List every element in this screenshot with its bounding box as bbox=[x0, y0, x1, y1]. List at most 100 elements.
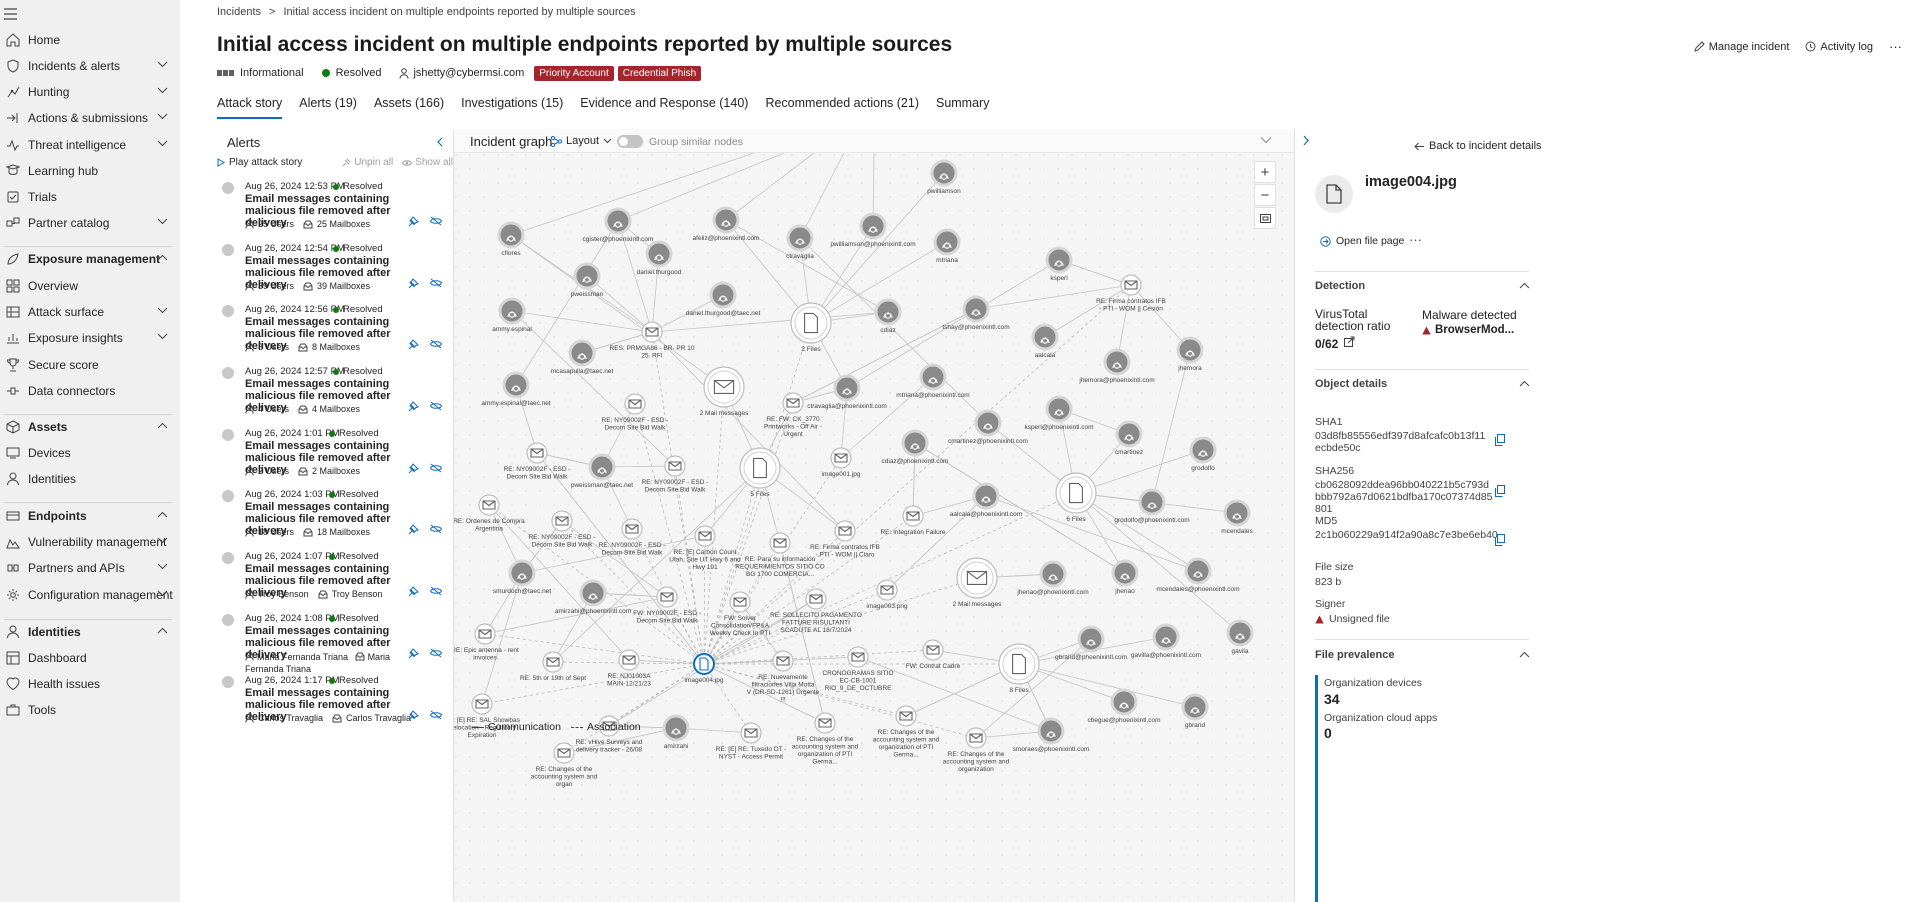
graph-node-file[interactable]: 8 Files bbox=[998, 643, 1040, 694]
group-similar-nodes-toggle[interactable]: Group similar nodes bbox=[617, 135, 743, 148]
nav-item-exposure-insights[interactable]: Exposure insights bbox=[0, 326, 180, 350]
graph-node-mail[interactable]: RE: [E] RE: Tuxedo DT -NYST - Access Per… bbox=[716, 722, 787, 761]
pin-icon[interactable] bbox=[408, 339, 419, 350]
pin-icon[interactable] bbox=[408, 401, 419, 412]
copy-md5-icon[interactable] bbox=[1495, 534, 1505, 546]
graph-node-user[interactable]: smoraes@phoenixintl.com bbox=[1013, 717, 1090, 753]
nav-item-learning-hub[interactable]: Learning hub bbox=[0, 159, 180, 183]
tab-summary[interactable]: Summary bbox=[935, 96, 990, 110]
tab-assets[interactable]: Assets (166) bbox=[373, 96, 445, 110]
graph-node-user[interactable]: cmartinez bbox=[1115, 420, 1143, 456]
alert-select-radio[interactable] bbox=[222, 552, 234, 564]
graph-node-user[interactable]: mcasapulla@taec.net bbox=[551, 339, 614, 375]
graph-node-mail[interactable]: RE: NY09002F - ESD -Decom Site Bid Walk bbox=[599, 518, 666, 557]
graph-node-user[interactable]: mcendales bbox=[1221, 499, 1253, 535]
graph-node-mail[interactable]: RE: Firma contratos IFB- PTI - WOM || Ce… bbox=[1096, 274, 1166, 313]
graph-node-user[interactable]: jhemora@phoenixintl.com bbox=[1078, 348, 1155, 384]
manage-incident-button[interactable]: Manage incident bbox=[1693, 41, 1789, 53]
zoom-out-button[interactable]: − bbox=[1254, 184, 1276, 206]
nav-item-identities[interactable]: Identities bbox=[0, 467, 180, 491]
alert-title[interactable]: Email messages containing malicious file… bbox=[245, 316, 391, 352]
graph-node-user[interactable]: afeliz@phoenixintl.com bbox=[693, 206, 760, 242]
graph-node-user[interactable]: daniel.thurgood@taec.net bbox=[686, 281, 761, 317]
chevron-down-icon[interactable] bbox=[157, 140, 169, 150]
graph-node-user[interactable]: mtriana@phoenixintl.com bbox=[896, 363, 970, 399]
chevron-down-icon[interactable] bbox=[157, 307, 169, 317]
alert-title[interactable]: Email messages containing malicious file… bbox=[245, 687, 391, 723]
graph-node-user[interactable]: cgister@phoenixintl.com bbox=[583, 207, 654, 243]
graph-node-user[interactable]: ctravaglia bbox=[786, 224, 814, 260]
tab-evidence-and-response[interactable]: Evidence and Response (140) bbox=[580, 96, 749, 110]
file-prevalence-title[interactable]: File prevalence bbox=[1315, 649, 1395, 661]
graph-node-file[interactable]: image004.jpg bbox=[684, 653, 724, 684]
graph-node-user[interactable]: grodolfo bbox=[1189, 436, 1217, 472]
object-details-title[interactable]: Object details bbox=[1315, 378, 1388, 390]
hide-icon[interactable] bbox=[430, 648, 442, 658]
graph-node-user[interactable]: gavila bbox=[1226, 619, 1254, 655]
detection-section-title[interactable]: Detection bbox=[1315, 280, 1366, 292]
toggle-switch[interactable] bbox=[617, 135, 643, 148]
alert-title[interactable]: Email messages containing malicious file… bbox=[245, 193, 391, 229]
alert-title[interactable]: Email messages containing malicious file… bbox=[245, 625, 391, 661]
chevron-up-icon[interactable] bbox=[157, 511, 169, 521]
hide-icon[interactable] bbox=[430, 524, 442, 534]
graph-node-mail[interactable]: RE: NY09002F - ESD -Decom Site Bid Walk bbox=[602, 393, 669, 432]
tab-alerts[interactable]: Alerts (19) bbox=[299, 96, 357, 110]
tab-recommended-actions[interactable]: Recommended actions (21) bbox=[765, 96, 919, 110]
hide-icon[interactable] bbox=[430, 278, 442, 288]
graph-node-mail[interactable]: RE: Firma contratos IFB- PTI - WOM || Cl… bbox=[810, 520, 880, 559]
graph-node-user[interactable]: ammy.espinal bbox=[492, 297, 532, 333]
nav-item-trials[interactable]: Trials bbox=[0, 185, 180, 209]
graph-node-user[interactable]: ksperl bbox=[1045, 246, 1073, 282]
zoom-in-button[interactable]: + bbox=[1254, 161, 1276, 183]
chevron-down-icon[interactable] bbox=[157, 333, 169, 343]
graph-node-file[interactable]: 6 Files bbox=[1055, 472, 1097, 523]
pin-icon[interactable] bbox=[408, 463, 419, 474]
breadcrumb-incidents-link[interactable]: Incidents bbox=[217, 6, 262, 18]
nav-item-partners-and-apis[interactable]: Partners and APIs bbox=[0, 556, 180, 580]
graph-node-user[interactable]: pwilliamson bbox=[927, 159, 961, 195]
chevron-down-icon[interactable] bbox=[157, 590, 169, 600]
chevron-up-icon[interactable] bbox=[157, 422, 169, 432]
nav-item-hunting[interactable]: Hunting bbox=[0, 80, 180, 104]
chevron-up-icon[interactable] bbox=[157, 627, 169, 637]
graph-node-user[interactable]: cmartinez@phoenixintl.com bbox=[948, 409, 1028, 445]
graph-node-mail[interactable]: FW: Contrat Cadre bbox=[906, 639, 961, 670]
nav-item-dashboard[interactable]: Dashboard bbox=[0, 646, 180, 670]
graph-node-mail[interactable]: FW: NY09002F - ESD -Decom Site Bid Walk bbox=[633, 586, 701, 625]
graph-node-user[interactable]: ctravaglia@phoenixintl.com bbox=[807, 374, 887, 410]
pin-icon[interactable] bbox=[408, 710, 419, 721]
graph-node-user[interactable]: ammy.espinal@taec.net bbox=[481, 371, 551, 407]
pin-icon[interactable] bbox=[408, 278, 419, 289]
graph-node-user[interactable]: aalcala bbox=[1031, 323, 1059, 359]
graph-node-file[interactable]: 2 Files bbox=[790, 302, 832, 353]
graph-node-mail[interactable]: 2 Mail messages bbox=[953, 557, 1003, 608]
graph-node-user[interactable]: cdiaz bbox=[874, 298, 902, 334]
graph-node-user[interactable]: jhenao bbox=[1111, 559, 1139, 595]
nav-item-tools[interactable]: Tools bbox=[0, 698, 180, 722]
nav-item-exposure-management[interactable]: Exposure management bbox=[0, 247, 180, 271]
file-more-button[interactable]: ··· bbox=[1409, 232, 1422, 247]
chevron-down-icon[interactable] bbox=[157, 61, 169, 71]
graph-node-mail[interactable]: 2 Mail messages bbox=[700, 366, 750, 417]
graph-node-user[interactable]: cflores bbox=[497, 221, 525, 257]
show-all-button[interactable]: Show all bbox=[402, 157, 453, 168]
pin-icon[interactable] bbox=[408, 586, 419, 597]
collapse-file-prevalence-button[interactable] bbox=[1519, 651, 1530, 658]
